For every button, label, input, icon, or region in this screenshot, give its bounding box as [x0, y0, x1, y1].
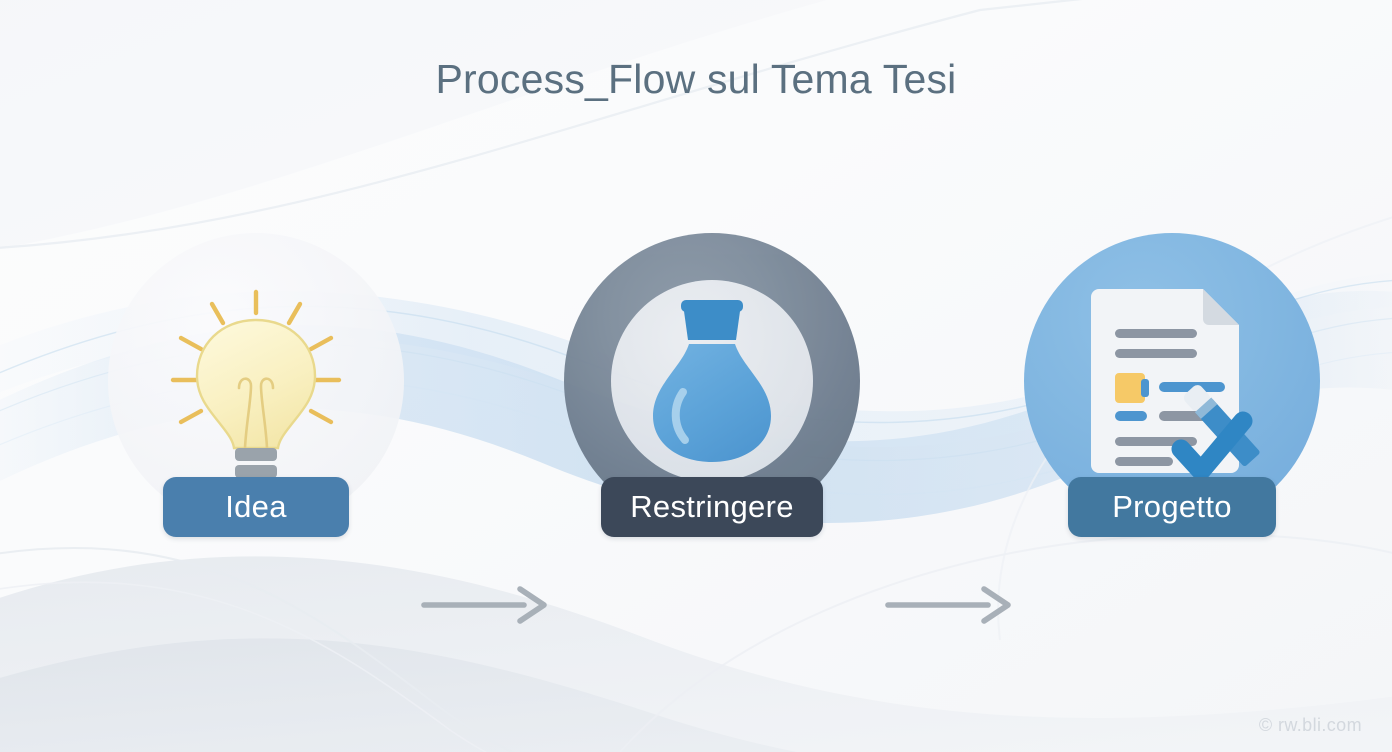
step-label-restringere[interactable]: Restringere	[601, 477, 823, 537]
arrow-right-icon	[885, 586, 1011, 624]
flow-step-progetto[interactable]: Progetto	[1024, 233, 1320, 537]
step-label-idea[interactable]: Idea	[163, 477, 349, 537]
step-label-progetto[interactable]: Progetto	[1068, 477, 1276, 537]
flow-container: Idea	[0, 233, 1392, 624]
page-title: Process_Flow sul Tema Tesi	[435, 56, 957, 102]
flow-step-restringere[interactable]: Restringere	[564, 233, 860, 537]
arrow-right-icon	[421, 586, 547, 624]
watermark: © rw.bli.com	[1258, 715, 1362, 735]
flow-step-idea[interactable]: Idea	[108, 233, 404, 537]
